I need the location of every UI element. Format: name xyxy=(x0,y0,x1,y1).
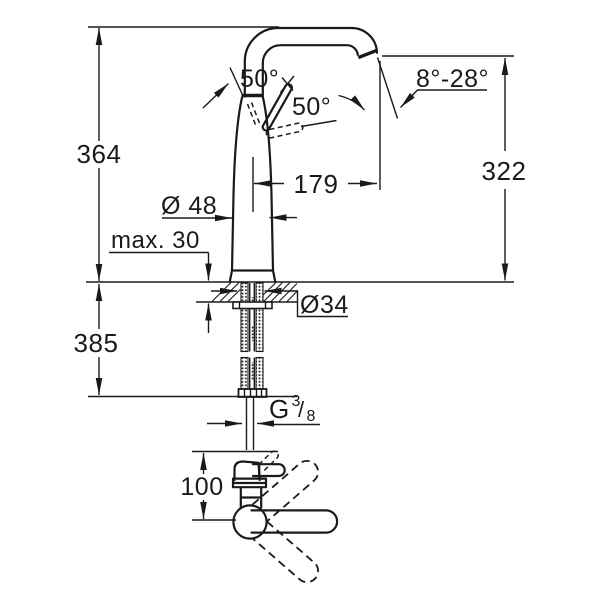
spout-inner-edge xyxy=(261,44,359,98)
leader-line xyxy=(285,290,348,318)
angle-lever-open-50: 50° xyxy=(202,65,279,109)
body-collar-band xyxy=(231,477,268,489)
body-base xyxy=(228,269,277,283)
label-thread-slash: / xyxy=(298,397,305,422)
lever-open xyxy=(261,83,294,132)
label-50-open: 50° xyxy=(240,65,279,93)
lever-escutcheon xyxy=(233,460,261,482)
dim-thread-g38: G 3 / 8 xyxy=(207,393,320,427)
label-thread-denominator: 8 xyxy=(307,408,316,425)
angle-reference-line xyxy=(229,67,245,98)
label-50-travel: 50° xyxy=(292,93,331,121)
label-dia-34: Ø34 xyxy=(300,291,349,319)
label-364: 364 xyxy=(77,139,122,169)
label-322: 322 xyxy=(482,156,527,186)
dim-reach-179: 179 xyxy=(252,61,381,212)
label-dia-48: Ø 48 xyxy=(161,192,217,220)
lever-closed-dashed xyxy=(265,119,337,139)
dim-body-diameter-48: Ø 48 xyxy=(161,192,297,222)
spout-outline xyxy=(241,26,379,98)
label-thread-g: G xyxy=(269,394,290,424)
angle-lever-travel-50: 50° xyxy=(279,75,366,121)
spout-solid-position xyxy=(250,509,339,534)
spout-outer-edge xyxy=(243,26,379,98)
front-view: 364 385 322 179 Ø 48 xyxy=(74,26,527,450)
angle-arc-arrow xyxy=(338,94,366,111)
lever-open-rod xyxy=(261,83,294,132)
dim-total-height-364: 364 xyxy=(77,26,279,282)
body-left-edge xyxy=(230,96,244,272)
threaded-rod-right-upper xyxy=(255,282,264,353)
threaded-rod-left-lower xyxy=(240,356,249,391)
label-100: 100 xyxy=(180,473,223,501)
supply-pipe xyxy=(245,397,255,450)
dim-hole-diameter-34: Ø34 xyxy=(211,287,349,319)
dim-lever-height-100: 100 xyxy=(180,450,278,521)
spout-dashed-down-position xyxy=(251,520,319,584)
body-right-edge xyxy=(261,96,275,272)
angle-jet-range: 8°-28° xyxy=(376,57,489,119)
mounting-shank xyxy=(232,282,273,450)
label-max-30: max. 30 xyxy=(111,227,200,254)
end-nut-flats xyxy=(243,389,263,397)
center-pipe-lines xyxy=(249,283,255,389)
body-base-circle xyxy=(232,504,268,540)
label-thread-numerator: 3 xyxy=(292,393,301,410)
dim-deck-thickness-max30: max. 30 xyxy=(109,227,212,333)
threaded-rod-right-lower xyxy=(255,356,264,391)
jet-direction-line xyxy=(376,57,399,119)
mounting-nut-detail xyxy=(238,302,267,309)
label-385: 385 xyxy=(74,328,119,358)
dim-below-deck-385: 385 xyxy=(74,283,297,398)
threaded-rod-left-upper xyxy=(240,282,249,353)
cartridge-hidden-lines xyxy=(246,102,261,127)
plan-lever-dashed-position xyxy=(258,450,279,471)
center-stud-detail-3 xyxy=(250,362,254,380)
body-neck xyxy=(239,486,263,509)
spout-dashed-up-position xyxy=(251,459,319,523)
plan-view: 100 xyxy=(180,450,339,584)
leader-arrow xyxy=(202,82,229,109)
deck-hatch-left xyxy=(211,282,241,302)
arc-cross-ticks xyxy=(279,75,295,93)
dim-outlet-height-322: 322 xyxy=(382,55,527,281)
mounting-flange-nut xyxy=(232,301,273,310)
label-8-28: 8°-28° xyxy=(416,65,489,93)
deck-hatch-right xyxy=(262,282,298,303)
plan-lever-rod xyxy=(251,463,286,478)
spout-swivel-range xyxy=(250,459,339,584)
label-179: 179 xyxy=(294,169,339,199)
lever-axis-reference-line xyxy=(300,119,337,128)
center-stud-detail-2 xyxy=(250,325,254,341)
plan-body xyxy=(231,450,286,540)
body-outline xyxy=(228,96,277,283)
spout-mouth xyxy=(357,48,378,60)
leader-arrow xyxy=(399,89,487,108)
